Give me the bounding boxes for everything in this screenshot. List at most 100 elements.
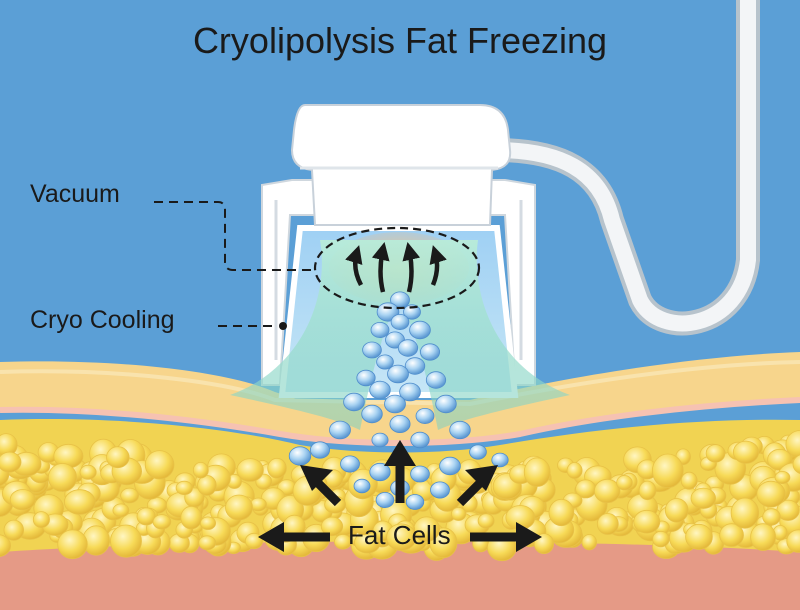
frozen-cell [449, 420, 471, 440]
frozen-cell [376, 354, 394, 370]
frozen-cell [343, 392, 365, 412]
fat-cell [180, 505, 203, 530]
frozen-cell [362, 341, 382, 359]
fat-cell [198, 535, 217, 551]
vacuum-leader-line [154, 201, 315, 271]
frozen-cell [369, 380, 391, 400]
fat-cell [705, 444, 726, 463]
fat-cell [110, 524, 142, 558]
fat-cell [594, 478, 621, 504]
frozen-cell [369, 462, 391, 482]
fat-cell [192, 462, 209, 479]
fat-cell [225, 494, 253, 521]
fat-cell [652, 530, 670, 548]
frozen-cell [340, 455, 360, 473]
frozen-cell [353, 478, 371, 494]
frozen-cell [309, 441, 330, 459]
fat-cell [664, 498, 689, 523]
fat-cell [244, 532, 264, 550]
fat-cell [638, 480, 657, 501]
frozen-cell [405, 494, 425, 510]
arrow-icon [429, 245, 447, 286]
fat-cell [685, 523, 713, 550]
frozen-cell [370, 321, 390, 338]
frozen-cell [403, 304, 421, 320]
fat-cell [596, 513, 619, 535]
frozen-cell [371, 432, 389, 448]
fat-cell [48, 463, 78, 492]
frozen-cell [399, 382, 421, 402]
fat-cell [386, 523, 417, 551]
frozen-cell [425, 371, 447, 389]
fat-cell [477, 513, 495, 529]
arrow-icon [313, 478, 342, 507]
fat-cell [523, 457, 551, 487]
fat-cell [690, 487, 717, 509]
frozen-cell [397, 339, 419, 357]
cryo-cooling-label: Cryo Cooling [30, 306, 175, 334]
fat-cell [633, 509, 661, 534]
frozen-cell [329, 420, 351, 440]
vacuum-label: Vacuum [30, 180, 120, 208]
frozen-cell [361, 404, 383, 424]
fat-cell [175, 480, 193, 495]
fat-cell [79, 464, 97, 480]
fat-cell [333, 534, 352, 550]
fat-cell [267, 457, 287, 479]
frozen-cell [469, 444, 487, 460]
fat-cell [719, 523, 744, 547]
cooling-plume [230, 240, 570, 430]
fat-cell [774, 470, 791, 484]
frozen-cell [404, 357, 426, 375]
frozen-cell [390, 313, 410, 330]
fat-cell-arrows [258, 440, 542, 552]
hose [483, 0, 760, 336]
fat-cell [680, 471, 698, 490]
fat-cell [199, 516, 216, 530]
fat-cell [197, 474, 217, 496]
fat-cell [730, 497, 760, 529]
arrow-icon [345, 245, 364, 287]
fat-cell [566, 462, 583, 479]
fat-cell [152, 514, 172, 530]
vacuum-zone [313, 226, 481, 310]
arrow-icon [516, 522, 542, 552]
fat-cells-label: Fat Cells [348, 520, 451, 550]
frozen-cell [389, 414, 411, 433]
arrow-icon [371, 241, 390, 293]
fat-cell [581, 534, 598, 551]
fat-cell [320, 516, 344, 537]
frozen-cell [415, 407, 435, 424]
frozen-cell [410, 465, 430, 483]
frozen-cell [439, 456, 461, 476]
fat-cell [120, 487, 140, 504]
frozen-cell [384, 394, 406, 414]
frozen-cell [375, 491, 395, 508]
fat-cell [236, 458, 264, 482]
fat-cell [786, 529, 800, 553]
fat-cell [733, 440, 760, 464]
frozen-cell [288, 446, 312, 466]
diagram-title: Cryolipolysis Fat Freezing [192, 20, 608, 61]
fat-cell [0, 451, 22, 473]
frozen-cell [410, 431, 430, 449]
fat-cell [756, 480, 786, 508]
fat-cell [0, 534, 11, 557]
frozen-fat-cells [288, 291, 509, 510]
fat-cell [762, 508, 781, 526]
fat-cell [785, 430, 800, 459]
fat-cell [9, 489, 36, 511]
fat-cell [651, 453, 684, 488]
fat-cell [750, 523, 776, 551]
muscle-layer [0, 538, 800, 610]
fat-cell [57, 529, 88, 560]
frozen-cell [419, 343, 440, 361]
arrow-icon [402, 241, 421, 293]
fat-cell [32, 511, 50, 528]
frozen-cell [430, 481, 450, 499]
frozen-cell [491, 452, 509, 468]
frozen-cell [387, 364, 409, 384]
arrow-icon [456, 478, 485, 507]
fat-cell [64, 489, 96, 515]
fat-cell [450, 506, 467, 521]
